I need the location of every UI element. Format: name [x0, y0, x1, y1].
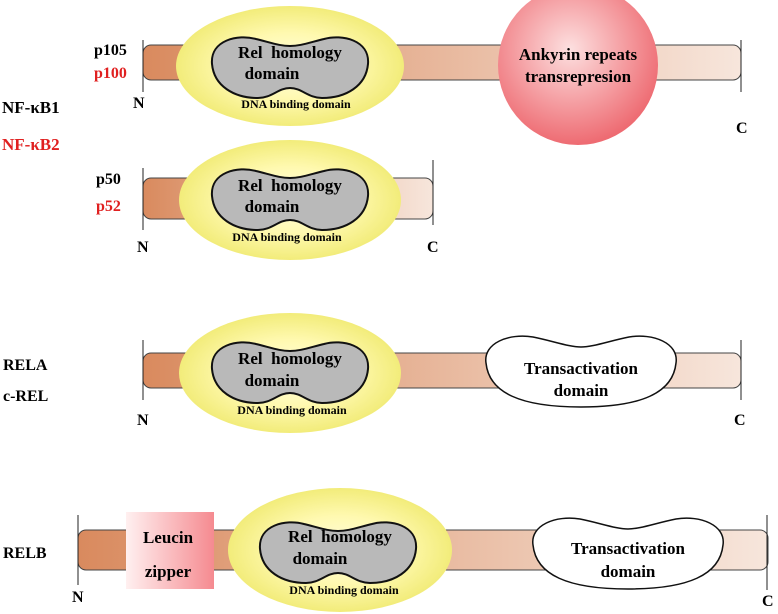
p105-p100-protein: Rel homology domain DNA binding domain A…: [133, 0, 748, 145]
crel-label: c-REL: [3, 388, 48, 405]
relb-label: RELB: [3, 545, 47, 562]
p100-label: p100: [94, 65, 127, 82]
n-terminus-label: N: [72, 589, 84, 606]
relb-protein: Leucin zipper Rel homology domain DNA bi…: [72, 488, 774, 612]
dna-binding-label: DNA binding domain: [289, 583, 399, 597]
p50-label: p50: [96, 171, 121, 188]
rela-label: RELA: [3, 357, 48, 374]
n-terminus-label: N: [137, 239, 149, 256]
nfkb2-label: NF-κB2: [2, 135, 60, 154]
rela-crel-protein: Rel homology domain DNA binding domain T…: [137, 313, 746, 433]
transactivation-line1: Transactivation: [524, 359, 639, 378]
rel-homology-line2: domain: [293, 549, 348, 568]
rel-homology-line2: domain: [245, 197, 300, 216]
p105-label: p105: [94, 42, 127, 59]
c-terminus-label: C: [427, 239, 439, 256]
leucin-zipper-domain: [126, 512, 214, 589]
transactivation-line1: Transactivation: [571, 539, 686, 558]
ankyrin-repeats-domain: [498, 0, 658, 145]
leucin-line1: Leucin: [143, 528, 194, 547]
rel-homology-line2: domain: [245, 371, 300, 390]
n-terminus-label: N: [137, 412, 149, 429]
transactivation-line2: domain: [601, 562, 656, 581]
c-terminus-label: C: [736, 120, 748, 137]
n-terminus-label: N: [133, 95, 145, 112]
p50-p52-protein: Rel homology domain DNA binding domain N…: [137, 140, 439, 260]
leucin-line2: zipper: [145, 562, 192, 581]
ankyrin-line2: transrepresion: [525, 67, 632, 86]
p52-label: p52: [96, 198, 121, 215]
dna-binding-label: DNA binding domain: [232, 230, 342, 244]
rel-homology-line1: Rel homology: [288, 527, 392, 546]
c-terminus-label: C: [762, 593, 774, 610]
dna-binding-label: DNA binding domain: [241, 97, 351, 111]
nfkb1-label: NF-κB1: [2, 98, 60, 117]
rel-homology-line1: Rel homology: [238, 43, 342, 62]
ankyrin-line1: Ankyrin repeats: [519, 45, 638, 64]
rel-homology-line1: Rel homology: [238, 176, 342, 195]
rel-homology-line2: domain: [245, 64, 300, 83]
dna-binding-label: DNA binding domain: [237, 403, 347, 417]
transactivation-line2: domain: [554, 381, 609, 400]
rel-homology-line1: Rel homology: [238, 349, 342, 368]
c-terminus-label: C: [734, 412, 746, 429]
